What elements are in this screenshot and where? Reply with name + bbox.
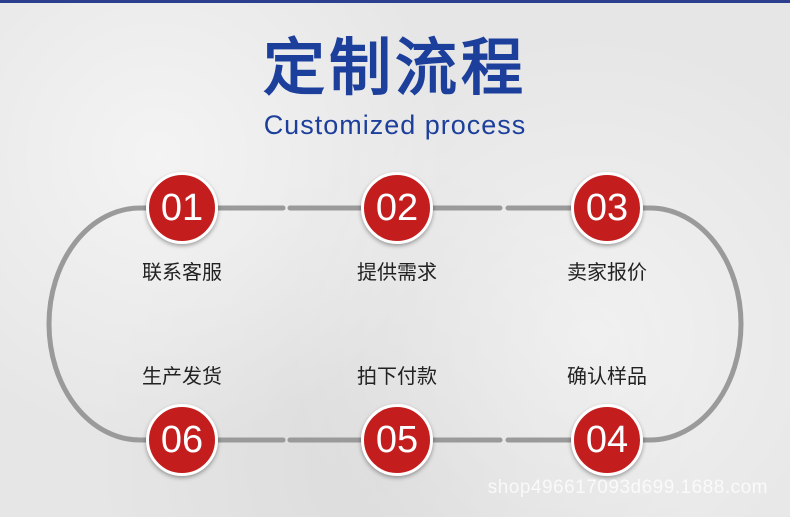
step-number-badge: 02	[361, 172, 433, 244]
step-number-badge: 06	[146, 404, 218, 476]
track-curve-right	[638, 205, 744, 443]
step-number-badge: 01	[146, 172, 218, 244]
page-title: 定制流程	[262, 31, 527, 104]
step-1: 01 联系客服	[112, 172, 252, 286]
step-3: 03 卖家报价	[537, 172, 677, 286]
top-border-bar	[0, 0, 790, 3]
page-subtitle: Customized process	[263, 110, 527, 140]
step-6: 生产发货 06	[112, 362, 252, 476]
step-label: 提供需求	[357, 260, 437, 284]
step-label: 卖家报价	[567, 260, 647, 284]
shop-watermark: shop496617093d699.1688.com	[487, 477, 768, 498]
track-curve-left	[46, 205, 151, 443]
step-4: 确认样品 04	[537, 362, 677, 476]
step-label: 拍下付款	[357, 364, 437, 388]
step-label: 联系客服	[142, 260, 222, 284]
step-number-badge: 04	[571, 404, 643, 476]
step-2: 02 提供需求	[327, 172, 467, 286]
step-label: 生产发货	[142, 364, 222, 388]
step-number-badge: 05	[361, 404, 433, 476]
step-number-badge: 03	[571, 172, 643, 244]
step-label: 确认样品	[567, 364, 647, 388]
step-5: 拍下付款 05	[327, 362, 467, 476]
